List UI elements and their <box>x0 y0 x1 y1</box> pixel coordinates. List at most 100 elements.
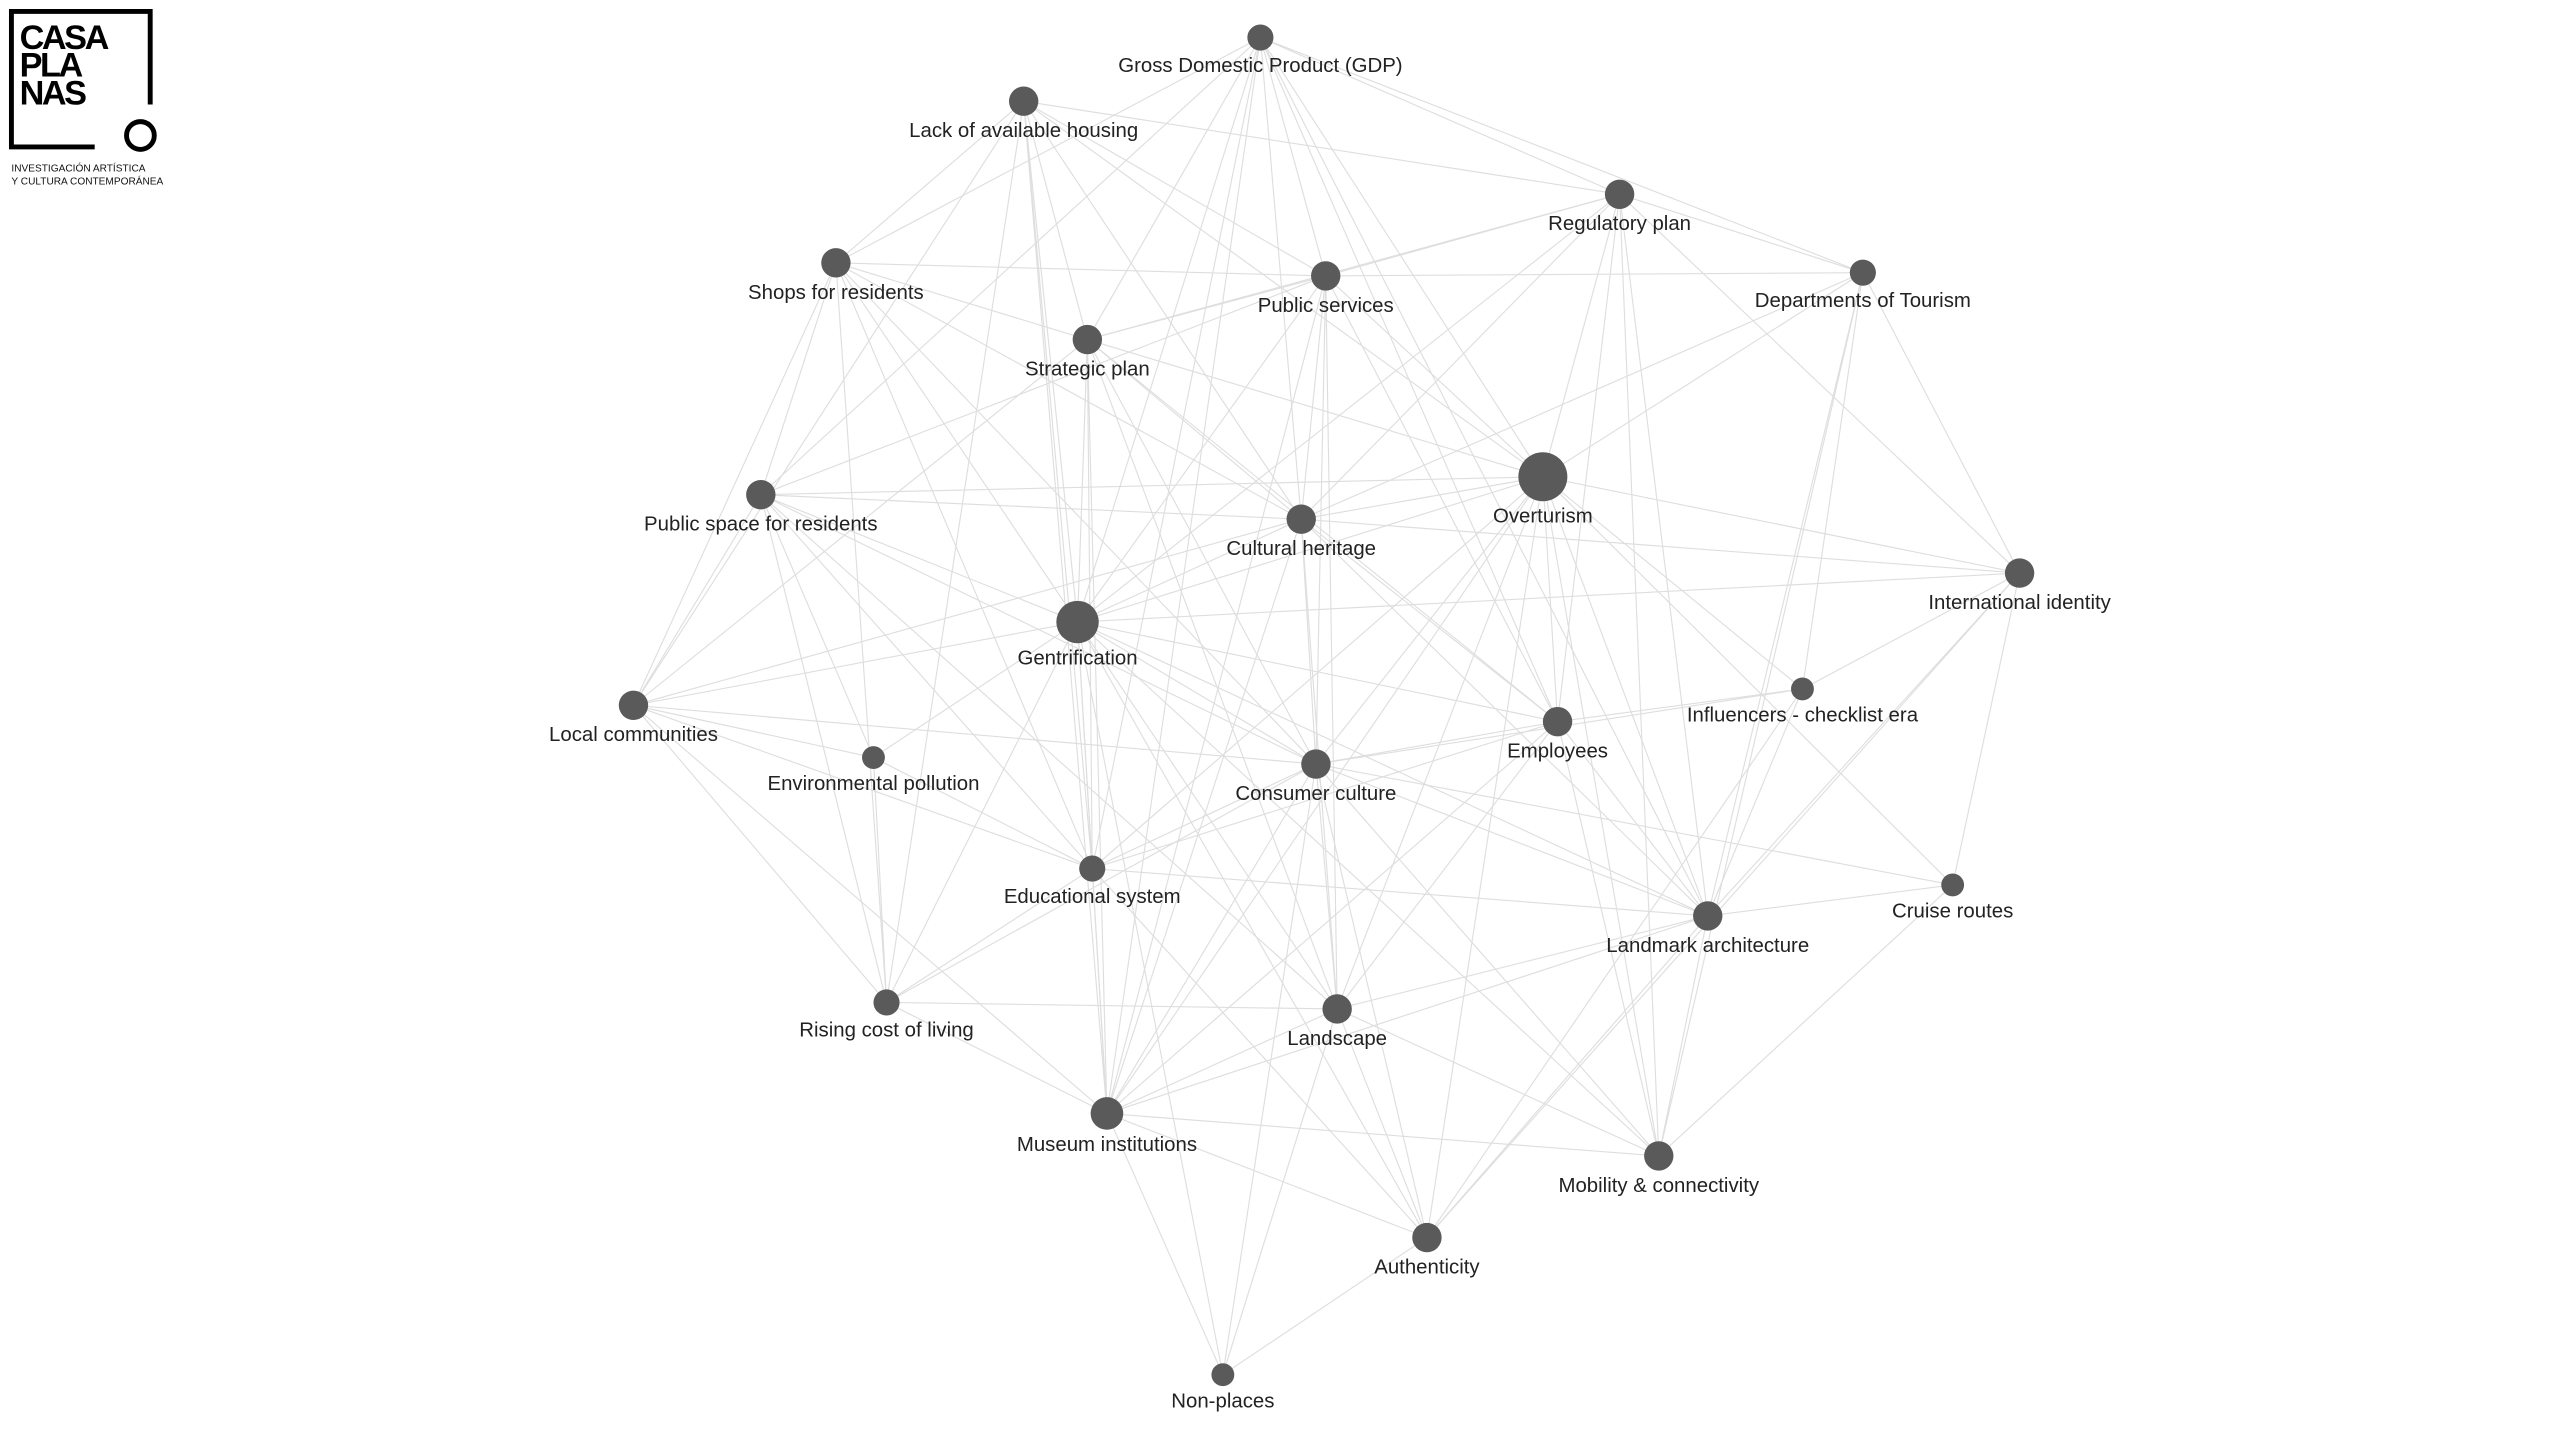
edge <box>1801 272 1864 690</box>
node-label: Public services <box>1258 295 1394 317</box>
node-circle[interactable] <box>1008 86 1039 116</box>
node-rising-cost-of-living[interactable]: Rising cost of living <box>799 989 974 1042</box>
node-circle[interactable] <box>746 480 776 510</box>
node-museum-institutions[interactable]: Museum institutions <box>1017 1097 1197 1156</box>
edge <box>760 262 837 495</box>
node-circle[interactable] <box>873 989 900 1016</box>
node-gross-domestic-product-gdp[interactable]: Gross Domestic Product (GDP) <box>1118 24 1403 77</box>
edge <box>1023 101 1079 623</box>
edge <box>1259 37 1327 277</box>
node-lack-of-available-housing[interactable]: Lack of available housing <box>909 86 1138 143</box>
edge <box>885 101 1025 1003</box>
edge <box>632 262 837 706</box>
node-strategic-plan[interactable]: Strategic plan <box>1025 324 1150 381</box>
edge <box>1023 100 1302 520</box>
edge <box>1222 1237 1428 1376</box>
edge <box>1542 476 1660 1157</box>
node-cruise-routes[interactable]: Cruise routes <box>1892 873 2013 923</box>
node-circle[interactable] <box>821 248 851 278</box>
node-departments-of-tourism[interactable]: Departments of Tourism <box>1755 259 1971 312</box>
node-label: Authenticity <box>1374 1256 1480 1278</box>
node-circle[interactable] <box>1604 179 1635 209</box>
edge <box>1077 621 1428 1238</box>
edge <box>886 868 1093 1003</box>
edge <box>1619 194 1660 1156</box>
edge <box>873 757 1093 870</box>
node-cultural-heritage[interactable]: Cultural heritage <box>1226 504 1376 560</box>
node-circle[interactable] <box>1542 706 1573 737</box>
node-circle[interactable] <box>2004 558 2035 588</box>
node-circle[interactable] <box>1286 504 1316 534</box>
node-circle[interactable] <box>1090 1097 1124 1130</box>
node-employees[interactable]: Employees <box>1507 706 1608 763</box>
node-international-identity[interactable]: International identity <box>1928 558 2112 614</box>
node-circle[interactable] <box>1079 855 1106 882</box>
node-influencers-checklist-era[interactable]: Influencers - checklist era <box>1687 677 1919 727</box>
node-circle[interactable] <box>1211 1363 1235 1387</box>
node-circle[interactable] <box>1518 452 1568 502</box>
edge <box>1077 37 1261 623</box>
nodes-layer: Gross Domestic Product (GDP) Lack of avai… <box>549 24 2112 1412</box>
node-circle[interactable] <box>1849 259 1876 286</box>
node-authenticity[interactable]: Authenticity <box>1374 1222 1480 1279</box>
edge <box>1556 721 1660 1157</box>
edge <box>1426 476 1544 1238</box>
node-circle[interactable] <box>1072 324 1103 355</box>
edge <box>1315 763 1953 886</box>
node-label: International identity <box>1928 592 2111 614</box>
edge <box>1426 915 1709 1238</box>
edge <box>1542 476 1709 917</box>
node-label: Local communities <box>549 724 718 746</box>
node-circle[interactable] <box>1693 901 1723 931</box>
edge <box>1106 1112 1659 1157</box>
node-shops-for-residents[interactable]: Shops for residents <box>748 248 924 304</box>
edge <box>1336 721 1559 1010</box>
edge <box>872 757 888 1003</box>
edge <box>1023 101 1088 340</box>
edge <box>1300 518 1558 723</box>
node-label: Non-places <box>1171 1390 1274 1412</box>
node-circle[interactable] <box>618 690 649 720</box>
node-circle[interactable] <box>1056 600 1099 644</box>
edge <box>1619 193 1864 274</box>
node-regulatory-plan[interactable]: Regulatory plan <box>1548 179 1691 236</box>
edge <box>873 621 1078 759</box>
edge <box>1300 518 1709 917</box>
node-overturism[interactable]: Overturism <box>1493 452 1593 527</box>
node-circle[interactable] <box>1412 1222 1442 1253</box>
node-circle[interactable] <box>1941 873 1965 897</box>
node-circle[interactable] <box>1322 994 1352 1024</box>
edge <box>1106 1113 1224 1375</box>
edge <box>1707 272 1864 917</box>
edge <box>1106 915 1708 1115</box>
node-local-communities[interactable]: Local communities <box>549 690 718 747</box>
node-gentrification[interactable]: Gentrification <box>1017 600 1138 670</box>
node-circle[interactable] <box>1301 749 1331 779</box>
node-label: Departments of Tourism <box>1755 290 1971 312</box>
edge <box>1300 193 1620 520</box>
node-landscape[interactable]: Landscape <box>1287 994 1387 1050</box>
logo-frame <box>8 8 153 150</box>
node-circle[interactable] <box>1247 24 1274 51</box>
node-environmental-pollution[interactable]: Environmental pollution <box>767 746 979 795</box>
node-circle[interactable] <box>1311 261 1341 291</box>
node-label: Regulatory plan <box>1548 213 1691 235</box>
edge <box>1557 721 1709 917</box>
node-public-services[interactable]: Public services <box>1258 261 1394 317</box>
node-public-space-for-residents[interactable]: Public space for residents <box>644 480 878 536</box>
node-educational-system[interactable]: Educational system <box>1004 855 1181 908</box>
node-circle[interactable] <box>1644 1141 1674 1171</box>
edge <box>1325 275 1559 722</box>
node-label: Landmark architecture <box>1606 935 1809 957</box>
edge <box>1259 37 1302 520</box>
node-landmark-architecture[interactable]: Landmark architecture <box>1606 901 1809 957</box>
edge <box>760 494 1078 623</box>
node-circle[interactable] <box>862 746 885 769</box>
node-label: Employees <box>1507 741 1608 763</box>
node-consumer-culture[interactable]: Consumer culture <box>1235 749 1396 805</box>
node-mobility-connectivity[interactable]: Mobility & connectivity <box>1558 1141 1760 1197</box>
node-label: Mobility & connectivity <box>1558 1175 1759 1197</box>
node-non-places[interactable]: Non-places <box>1171 1363 1274 1412</box>
node-circle[interactable] <box>1791 677 1814 701</box>
